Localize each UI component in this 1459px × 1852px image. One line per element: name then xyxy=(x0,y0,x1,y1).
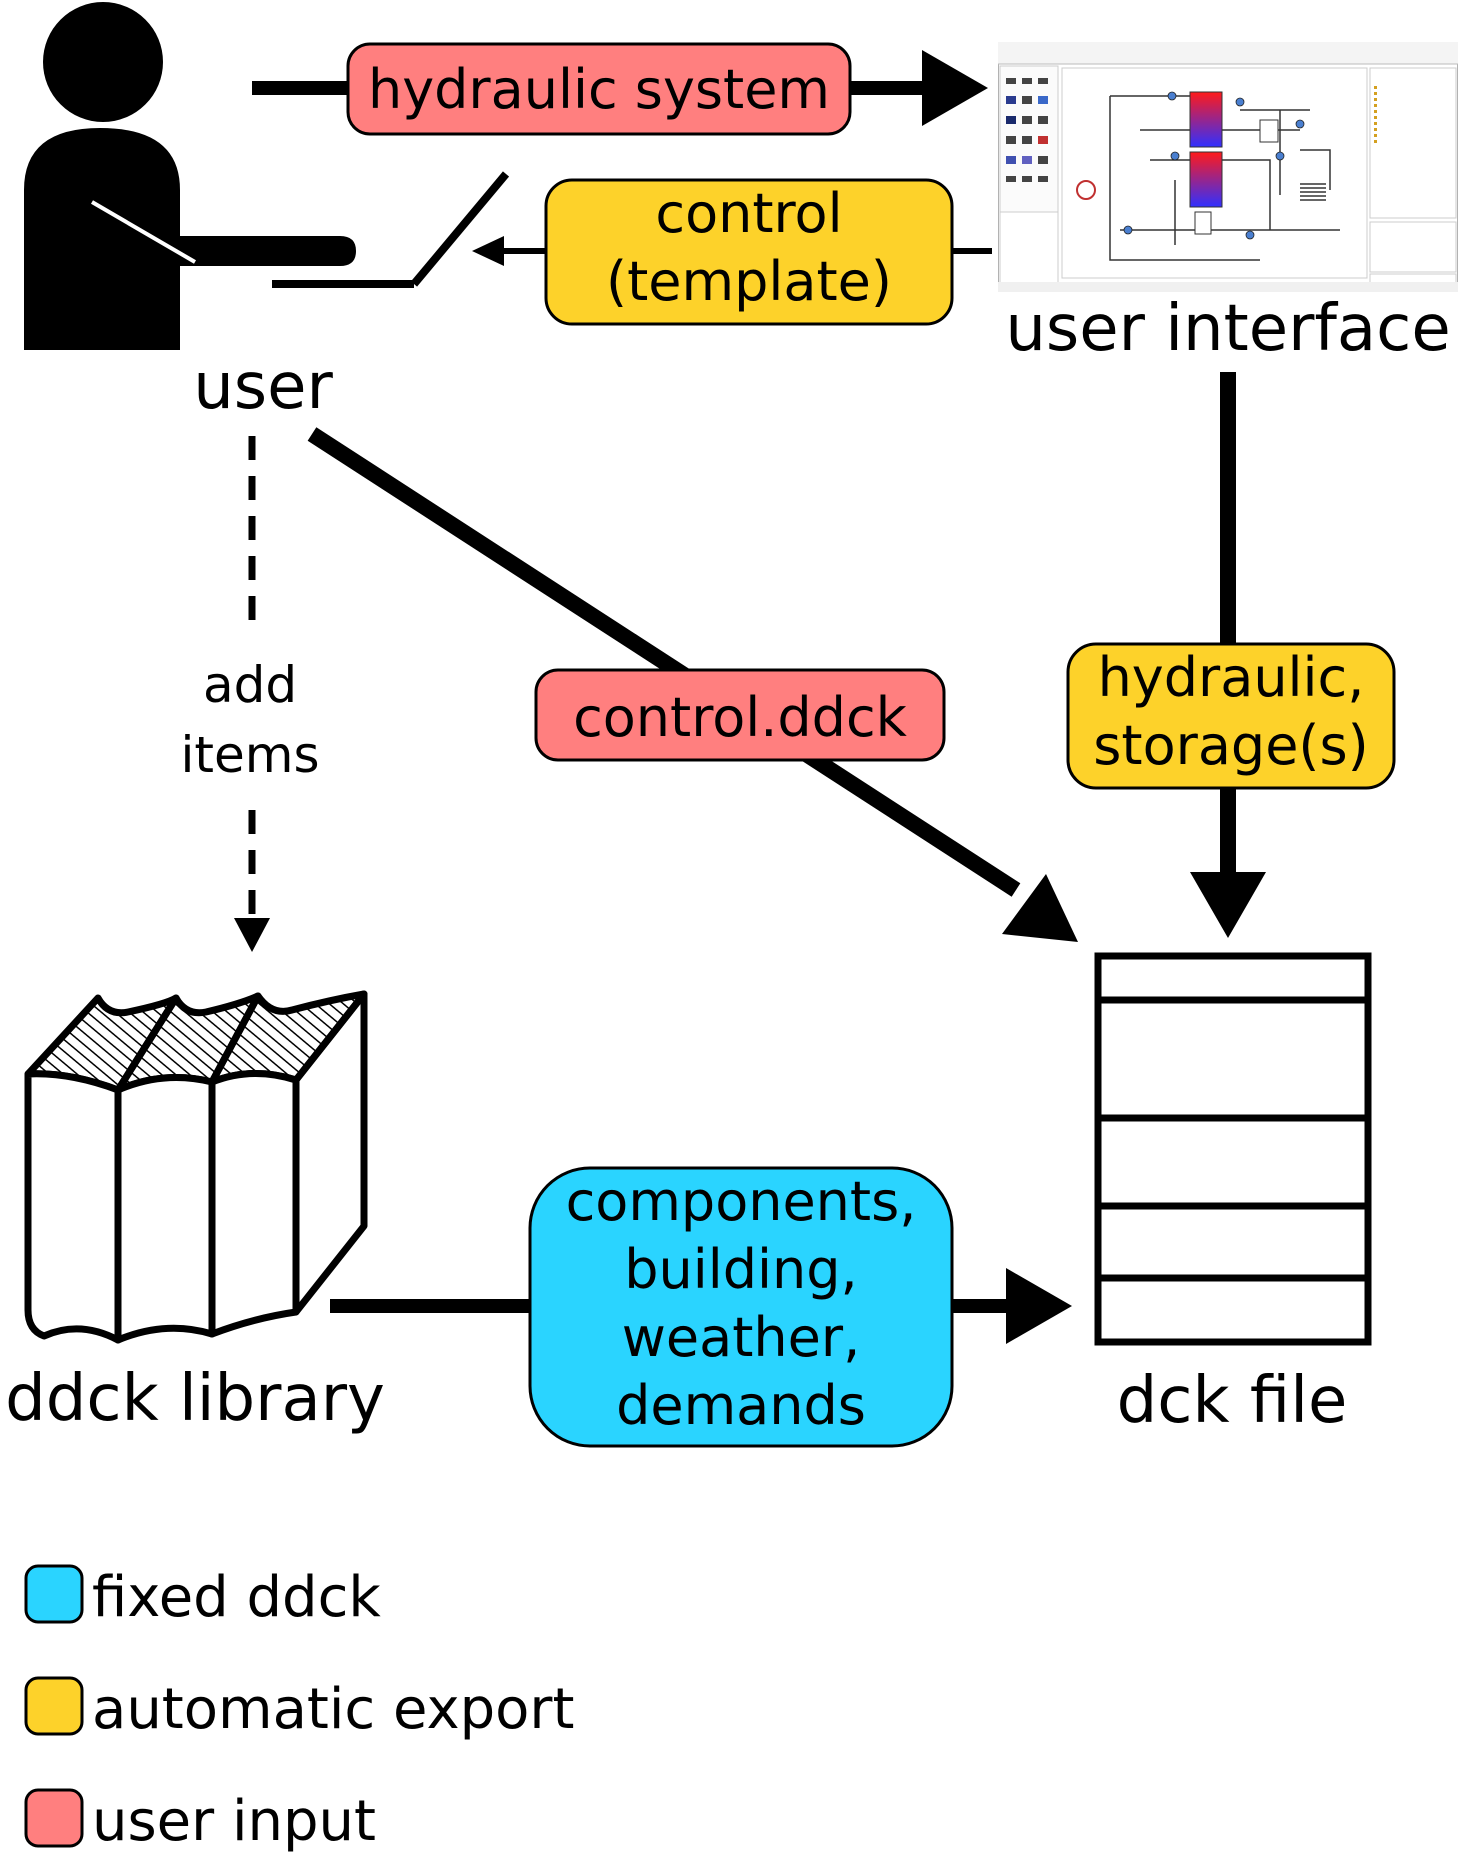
control-ddck-label: control.ddck xyxy=(573,686,908,749)
fixed-line3: weather, xyxy=(622,1306,860,1369)
control-template-line1: control xyxy=(655,182,842,245)
hydraulic-storage-line1: hydraulic, xyxy=(1098,646,1365,709)
legend-swatch-user-input xyxy=(24,1788,84,1848)
ddck-library-label: ddck library xyxy=(5,1362,385,1436)
dck-file-label: dck file xyxy=(1117,1364,1348,1438)
fixed-line1: components, xyxy=(566,1170,917,1233)
arrowhead-down-icon xyxy=(1190,872,1266,938)
legend-label-fixed: fixed ddck xyxy=(92,1565,381,1630)
control-template-line2: (template) xyxy=(606,250,892,313)
add-items-line2: items xyxy=(180,726,319,784)
arrowhead-diagonal-icon xyxy=(1002,874,1078,942)
legend-label-automatic: automatic export xyxy=(92,1677,574,1742)
hydraulic-system-box xyxy=(346,42,852,136)
books-icon xyxy=(24,990,368,1344)
fixed-ddck-box xyxy=(528,1166,954,1448)
arrowhead-left-icon xyxy=(472,236,504,266)
document-stack-icon xyxy=(1094,952,1372,1346)
fixed-line4: demands xyxy=(616,1374,866,1437)
fixed-line2: building, xyxy=(624,1238,857,1301)
user-label: user xyxy=(193,350,333,424)
control-ddck-box xyxy=(534,668,946,762)
person-icon xyxy=(24,2,510,350)
hydraulic-system-label: hydraulic system xyxy=(368,58,830,121)
arrowhead-right-icon xyxy=(922,50,988,126)
arrowhead-down-small-icon xyxy=(234,918,270,952)
add-items-line1: add xyxy=(203,656,297,714)
application-screenshot-icon xyxy=(998,42,1458,292)
hydraulic-storage-box xyxy=(1066,642,1396,790)
arrowhead-right-bottom-icon xyxy=(1006,1268,1072,1344)
hydraulic-storage-line2: storage(s) xyxy=(1093,714,1368,777)
user-interface-label: user interface xyxy=(1005,292,1450,366)
legend-label-user-input: user input xyxy=(92,1789,376,1852)
legend-swatch-automatic xyxy=(24,1676,84,1736)
legend-swatch-fixed xyxy=(24,1564,84,1624)
control-template-box xyxy=(544,178,954,326)
legend: fixed ddck automatic export user input xyxy=(24,1564,574,1852)
